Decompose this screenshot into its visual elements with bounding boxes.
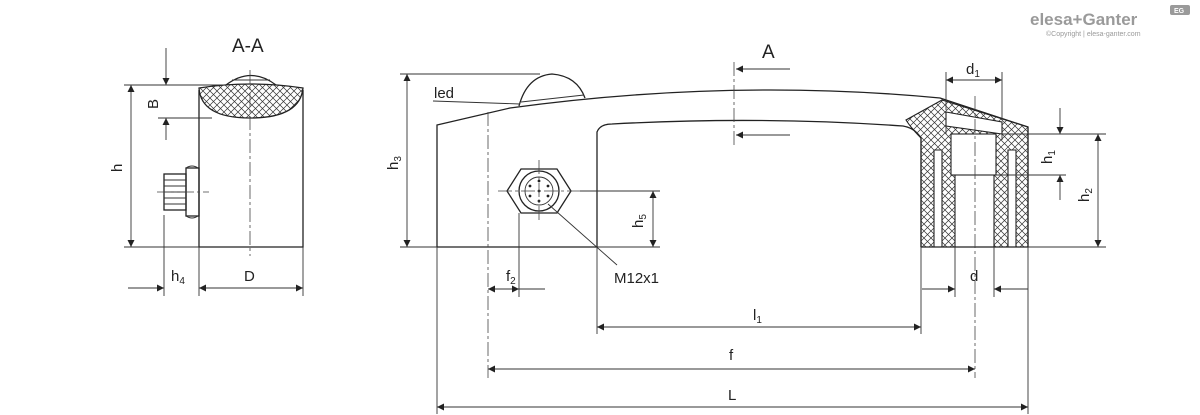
dim-label-h1: h1 — [1039, 150, 1058, 164]
dim-label-d1: d1 — [966, 61, 980, 80]
section-arrow-label: A — [762, 42, 775, 63]
section-view-a-a: A-A B h — [109, 36, 304, 296]
dim-label-d: d — [970, 268, 978, 285]
led-dome-top — [518, 73, 586, 107]
section-title: A-A — [232, 36, 264, 57]
dim-label-h5: h5 — [630, 214, 649, 228]
dim-label-h3: h3 — [385, 156, 404, 170]
led-dome — [225, 74, 277, 86]
dim-label-f: f — [729, 347, 734, 364]
thread-label-m12: M12x1 — [614, 270, 659, 287]
dim-label-l1: l1 — [753, 307, 762, 326]
dim-label-h: h — [109, 164, 126, 172]
dim-label-d-outer: D — [244, 268, 255, 285]
brand-logo: elesa+Ganter EG ©Copyright | elesa-gante… — [1030, 5, 1190, 38]
dim-label-l: L — [728, 387, 736, 404]
end-section-hatch — [905, 99, 1029, 248]
grip-insert-hatch — [198, 83, 304, 119]
svg-text:EG: EG — [1174, 8, 1185, 15]
led-label: led — [434, 85, 454, 102]
handle-opening — [596, 119, 922, 247]
handle-outline — [436, 89, 1029, 248]
dim-label-f2: f2 — [506, 268, 516, 287]
brand-wordmark: elesa+Ganter — [1030, 10, 1138, 29]
badge-icon — [1170, 5, 1190, 15]
main-view: A led h3 h5 M12x1 f2 d1 h — [385, 42, 1106, 414]
dim-label-h2: h2 — [1076, 188, 1095, 202]
dim-label-b: B — [145, 99, 162, 109]
copyright-text: ©Copyright | elesa-ganter.com — [1046, 30, 1141, 38]
dim-label-h4: h4 — [171, 268, 185, 287]
